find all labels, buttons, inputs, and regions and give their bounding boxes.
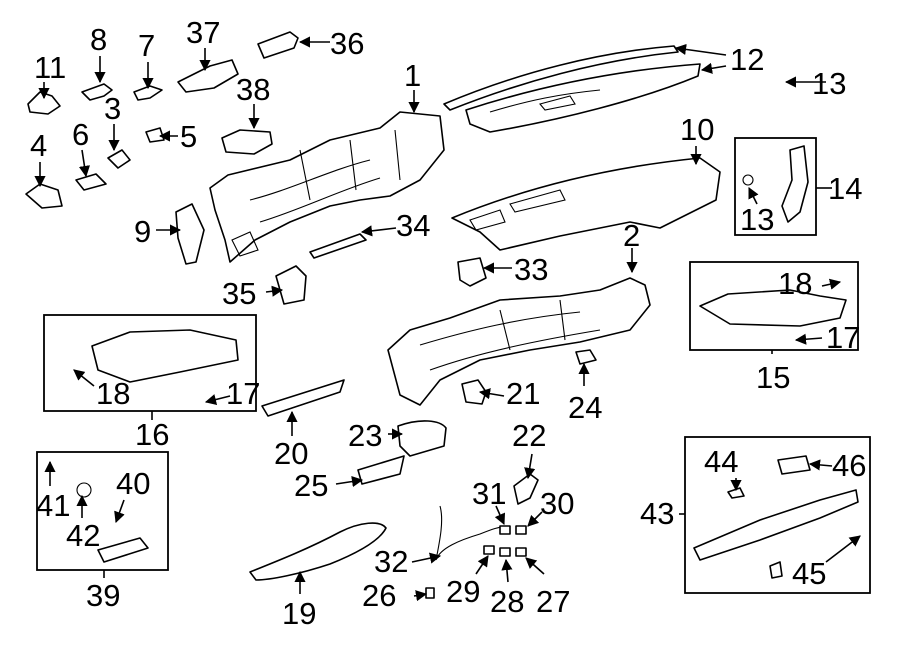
part-10-instrument-panel-pad bbox=[451, 157, 721, 251]
part-23-pad bbox=[397, 420, 447, 457]
part-26-bulb bbox=[425, 587, 435, 599]
part-16-duct bbox=[91, 329, 239, 383]
callout-19: 19 bbox=[282, 596, 316, 631]
part-6-clip bbox=[75, 173, 107, 191]
callout-18b: 18 bbox=[778, 266, 812, 301]
part-20-trim-panel bbox=[261, 379, 345, 417]
callout-20: 20 bbox=[274, 436, 308, 471]
callout-42: 42 bbox=[66, 518, 100, 553]
callout-44: 44 bbox=[704, 444, 738, 479]
part-45-clip bbox=[769, 561, 783, 579]
callout-39: 39 bbox=[86, 578, 120, 613]
callout-36: 36 bbox=[330, 26, 364, 61]
inset-box-14 bbox=[734, 137, 817, 236]
callout-31: 31 bbox=[472, 476, 506, 511]
callout-32: 32 bbox=[374, 544, 408, 579]
part-5-clip bbox=[145, 127, 165, 143]
part-28-bulb bbox=[499, 547, 511, 557]
callout-13b: 13 bbox=[740, 202, 774, 237]
part-27-bulb bbox=[515, 547, 527, 557]
part-4-bracket bbox=[25, 183, 63, 209]
part-12-defroster-trim-lower bbox=[465, 63, 701, 133]
callout-37: 37 bbox=[186, 15, 220, 50]
part-29-bulb bbox=[483, 545, 495, 555]
part-43-duct bbox=[693, 489, 859, 561]
callout-1: 1 bbox=[404, 58, 421, 93]
callout-41: 41 bbox=[36, 488, 70, 523]
part-2-lower-carrier bbox=[387, 277, 651, 406]
callout-7: 7 bbox=[138, 28, 155, 63]
callout-46: 46 bbox=[832, 448, 866, 483]
callout-13a: 13 bbox=[812, 66, 846, 101]
callout-16: 16 bbox=[135, 417, 169, 452]
callout-40: 40 bbox=[116, 466, 150, 501]
part-39-trim bbox=[97, 537, 149, 563]
callout-24: 24 bbox=[568, 390, 602, 425]
callout-22: 22 bbox=[512, 418, 546, 453]
part-37-duct bbox=[177, 59, 239, 93]
callout-15: 15 bbox=[756, 360, 790, 395]
callout-43: 43 bbox=[640, 496, 674, 531]
callout-21: 21 bbox=[506, 376, 540, 411]
callout-11: 11 bbox=[34, 50, 66, 85]
part-33-bracket bbox=[457, 257, 487, 287]
inset-box-15 bbox=[689, 261, 859, 351]
callout-12: 12 bbox=[730, 42, 764, 77]
callout-23: 23 bbox=[348, 418, 382, 453]
part-7-clip bbox=[133, 85, 163, 101]
inset-box-39 bbox=[36, 451, 169, 571]
callout-28: 28 bbox=[490, 584, 524, 619]
callout-9: 9 bbox=[134, 214, 151, 249]
part-15-duct bbox=[699, 289, 847, 327]
callout-10: 10 bbox=[680, 112, 714, 147]
part-22-trim bbox=[513, 473, 539, 505]
callout-6: 6 bbox=[72, 117, 89, 152]
callout-labels: 1 2 10 12 13 36 37 38 11 8 7 3 5 6 4 9 3… bbox=[30, 15, 866, 631]
callout-35: 35 bbox=[222, 276, 256, 311]
part-30-bulb bbox=[515, 525, 527, 535]
callout-8: 8 bbox=[90, 22, 107, 57]
callout-2: 2 bbox=[623, 218, 640, 253]
callout-27: 27 bbox=[536, 584, 570, 619]
callout-45: 45 bbox=[792, 556, 826, 591]
part-8-clip bbox=[81, 83, 113, 101]
callout-33: 33 bbox=[514, 252, 548, 287]
part-3-clip bbox=[107, 149, 131, 169]
part-38-vent bbox=[221, 129, 273, 155]
inset-box-43 bbox=[684, 436, 871, 594]
callout-25: 25 bbox=[294, 468, 328, 503]
callout-5: 5 bbox=[180, 119, 197, 154]
callout-14: 14 bbox=[828, 171, 862, 206]
part-1-instrument-panel-frame bbox=[209, 111, 445, 263]
inset-box-16 bbox=[43, 314, 257, 412]
callout-3: 3 bbox=[104, 91, 121, 126]
part-9-bracket bbox=[175, 203, 205, 265]
callout-34: 34 bbox=[396, 208, 430, 243]
part-35-bracket bbox=[275, 265, 307, 305]
part-32-harness bbox=[435, 505, 511, 561]
part-25-switch-panel bbox=[357, 455, 405, 485]
part-31-bulb bbox=[499, 525, 511, 535]
part-24-vent bbox=[575, 349, 597, 365]
callout-30: 30 bbox=[540, 486, 574, 521]
part-46-clip bbox=[777, 455, 811, 475]
callout-4: 4 bbox=[30, 128, 47, 163]
part-34-bracket bbox=[309, 233, 367, 259]
part-36-vent bbox=[257, 31, 299, 59]
part-19-knee-bolster bbox=[249, 522, 387, 581]
leader-lines bbox=[34, 36, 861, 602]
part-14-bezel bbox=[781, 145, 809, 223]
callout-17b: 17 bbox=[826, 320, 860, 355]
callout-29: 29 bbox=[446, 574, 480, 609]
callout-17a: 17 bbox=[226, 376, 260, 411]
callout-18a: 18 bbox=[96, 376, 130, 411]
callout-26: 26 bbox=[362, 578, 396, 613]
callout-38: 38 bbox=[236, 72, 270, 107]
